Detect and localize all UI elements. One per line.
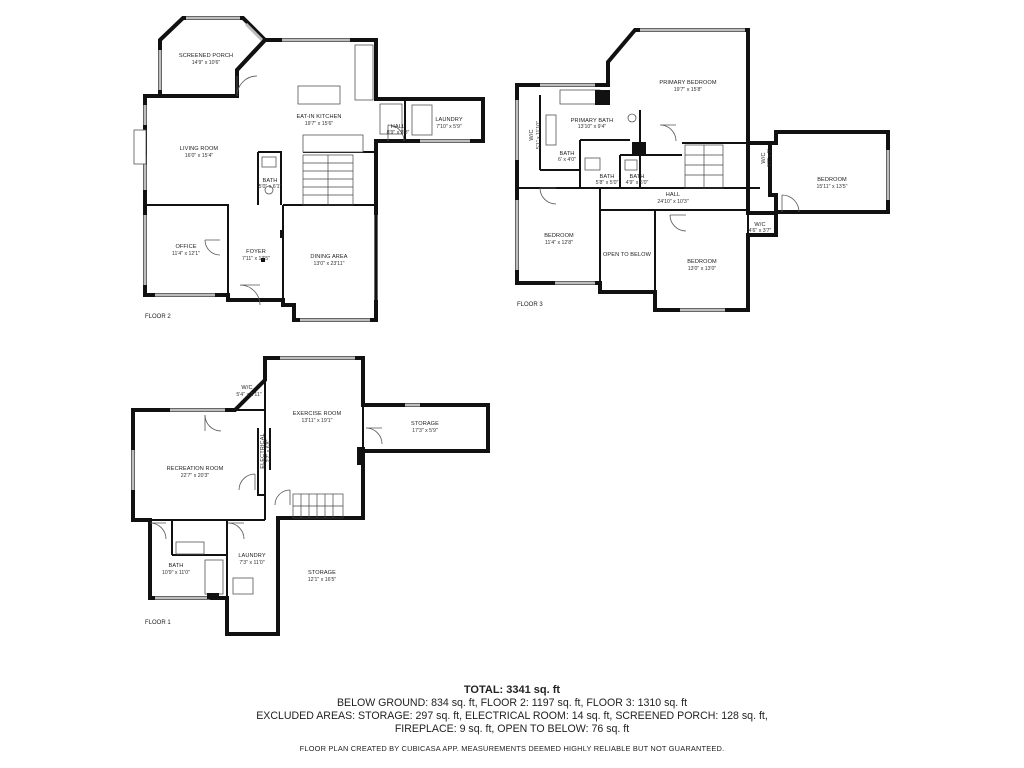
bath-a-name: BATH (560, 151, 575, 157)
open-to-below-name: OPEN TO BELOW (603, 252, 652, 258)
bedroom-south-name: BEDROOM (687, 259, 717, 265)
wic-name: W/C (241, 385, 252, 391)
electrical-dim: 2'7" x 6'8" (266, 440, 272, 463)
office-dim: 11'4" x 12'1" (172, 251, 200, 257)
washer-dryer (232, 577, 254, 595)
electrical-name: ELECTRICAL (260, 433, 266, 469)
living-room-dim: 16'0" x 15'4" (185, 153, 214, 159)
laundry-dim: 7'3" x 11'0" (239, 560, 264, 566)
foyer-dim: 7'11" x 13'5" (242, 256, 270, 262)
fireplace (133, 129, 147, 165)
wic-b-dim: 3'7" x 5' (767, 149, 773, 167)
wic-c-name: W/C (754, 222, 765, 228)
dining-area-name: DINING AREA (310, 254, 347, 260)
bedroom-east-dim: 15'11" x 13'5" (817, 184, 848, 190)
office-name: OFFICE (175, 244, 196, 250)
laundry-name: LAUNDRY (238, 553, 265, 559)
washer-dryer (411, 104, 433, 136)
area-summary: TOTAL: 3341 sq. ft BELOW GROUND: 834 sq.… (0, 684, 1024, 755)
kitchen-counter (302, 134, 364, 153)
bedroom-south-dim: 13'0" x 13'0" (688, 266, 717, 272)
floor-3-plan: FLOOR 3 PRIMARY BEDROOM 19'7" x 15'8" W/… (515, 28, 890, 312)
storage-small-dim: 17'3" x 5'9" (412, 428, 438, 434)
bathtub (559, 89, 601, 105)
toilet-icon (264, 185, 274, 195)
floor-1-stairs (292, 493, 344, 519)
primary-bath-dim: 13'10" x 9'4" (578, 124, 607, 130)
floor-2-label: FLOOR 2 (145, 314, 171, 320)
primary-bath-name: PRIMARY BATH (571, 118, 614, 124)
hall-name: HALL (666, 192, 680, 198)
floor-1-label: FLOOR 1 (145, 620, 171, 626)
hall-dim: 8'9" x 3'8" (387, 130, 410, 136)
kitchen-island (297, 85, 341, 105)
hall-name: HALL (391, 124, 405, 130)
storage-large-name: STORAGE (308, 570, 336, 576)
primary-bedroom-name: PRIMARY BEDROOM (659, 80, 716, 86)
living-room-name: LIVING ROOM (180, 146, 219, 152)
bath-dim: 10'9" x 11'0" (162, 570, 190, 576)
floor-1-plan: FLOOR 1 W/C 5'4" x 5'11" EXERCISE ROOM 1… (131, 356, 490, 636)
floor-2-outer-walls (143, 38, 485, 322)
area-breakdown: BELOW GROUND: 834 sq. ft, FLOOR 2: 1197 … (336, 697, 688, 709)
storage-large-dim: 12'1" x 16'5" (308, 577, 337, 583)
bathtub (204, 559, 224, 595)
bath-b-dim: 5'8" x 5'0" (596, 180, 619, 186)
kitchen-counter (354, 44, 374, 101)
laundry-dim: 7'10" x 5'9" (436, 124, 462, 130)
wic-a-name: W/C (529, 129, 535, 140)
floor-plan-drawing: FLOOR 2 SCREENED PORCH 14'9" x 10'6" EAT… (131, 16, 890, 636)
wic-a-dim: 5'1" x 11'10" (536, 121, 542, 149)
dining-area-dim: 13'0" x 23'11" (314, 261, 345, 267)
floor-2-plan: FLOOR 2 SCREENED PORCH 14'9" x 10'6" EAT… (133, 16, 485, 322)
bath-dim: 5'0" x 6'1" (259, 184, 282, 190)
bedroom-east-name: BEDROOM (817, 177, 847, 183)
wic-c-dim: 4'6" x 3'7" (749, 228, 772, 234)
kitchen-dim: 19'7" x 15'6" (305, 121, 334, 127)
laundry-name: LAUNDRY (435, 117, 462, 123)
bath-c-name: BATH (630, 174, 645, 180)
kitchen-name: EAT-IN KITCHEN (296, 114, 341, 120)
bath-name: BATH (169, 563, 184, 569)
bath-c-dim: 4'9" x 5'0" (626, 180, 649, 186)
exercise-room-dim: 13'11" x 19'1" (302, 418, 333, 424)
bedroom-west-name: BEDROOM (544, 233, 574, 239)
primary-bedroom-dim: 19'7" x 15'8" (674, 87, 703, 93)
storage-small-name: STORAGE (411, 421, 439, 427)
wic-dim: 5'4" x 5'11" (236, 392, 261, 398)
floor-3-label: FLOOR 3 (517, 302, 543, 308)
total-area: TOTAL: 3341 sq. ft (463, 684, 561, 696)
screened-porch-name: SCREENED PORCH (179, 53, 233, 59)
floor-3-stairs (684, 144, 724, 189)
floor-3-outer-walls (515, 28, 890, 312)
excluded-areas: EXCLUDED AREAS: STORAGE: 297 sq. ft, ELE… (256, 710, 768, 722)
floor-2-stairs (302, 154, 354, 206)
exercise-room-name: EXERCISE ROOM (293, 411, 342, 417)
bath-a-dim: 6' x 4'0" (558, 157, 576, 163)
excluded-areas-cont: FIREPLACE: 9 sq. ft, OPEN TO BELOW: 76 s… (394, 723, 630, 735)
recreation-room-dim: 22'7" x 20'3" (181, 473, 210, 479)
screened-porch-dim: 14'9" x 10'6" (192, 60, 221, 66)
bath-b-name: BATH (600, 174, 615, 180)
floor-1-outer-walls (131, 356, 490, 636)
foyer-name: FOYER (246, 249, 266, 255)
bedroom-west-dim: 11'4" x 12'8" (545, 240, 573, 246)
hall-dim: 24'10" x 10'3" (657, 199, 688, 205)
bath-name: BATH (263, 178, 278, 184)
recreation-room-name: RECREATION ROOM (167, 466, 224, 472)
disclaimer: FLOOR PLAN CREATED BY CUBICASA APP. MEAS… (299, 744, 725, 753)
wic-b-name: W/C (761, 152, 767, 163)
toilet-icon (627, 113, 637, 123)
